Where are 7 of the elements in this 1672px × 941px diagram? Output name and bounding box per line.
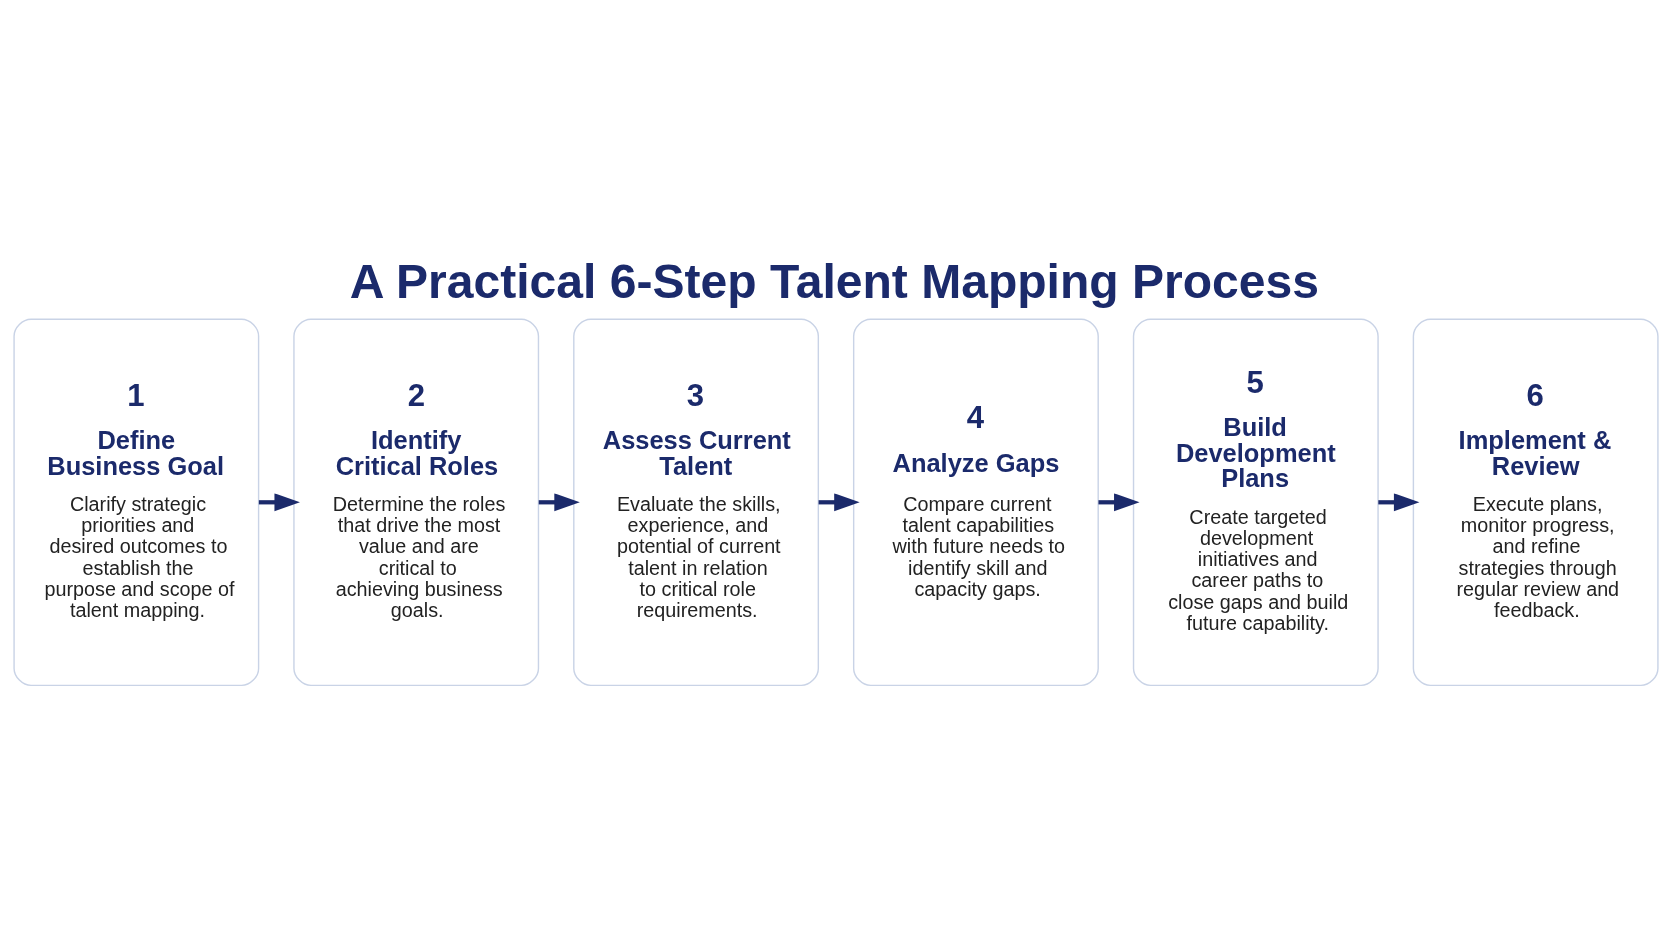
node-box: 2 Identify Critical Roles Determine the roles that drive the most value and are critical to achieving business goals. xyxy=(293,318,540,687)
node-box: 3 Assess Current Talent Evaluate the skills, experience, and potential of current talent in relation to critical role requirements. xyxy=(573,318,820,687)
node-box: 1 Define Business Goal Clarify strategic priorities and desired outcomes to establish the purpose and scope of talent mapping. xyxy=(13,318,260,687)
diagram-title: A Practical 6-Step Talent Mapping Process xyxy=(349,255,1319,309)
node-box: 4 Analyze Gaps Compare current talent capabilities with future needs to identify skill and capacity gaps. xyxy=(852,318,1099,687)
node-box: 6 Implement & Review Execute plans, monitor progress, and refine strategies through regular review and feedback. xyxy=(1412,318,1659,687)
node-box: 5 Build Development Plans Create targeted development initiatives and career paths to close gaps and build future capability. xyxy=(1132,318,1379,687)
